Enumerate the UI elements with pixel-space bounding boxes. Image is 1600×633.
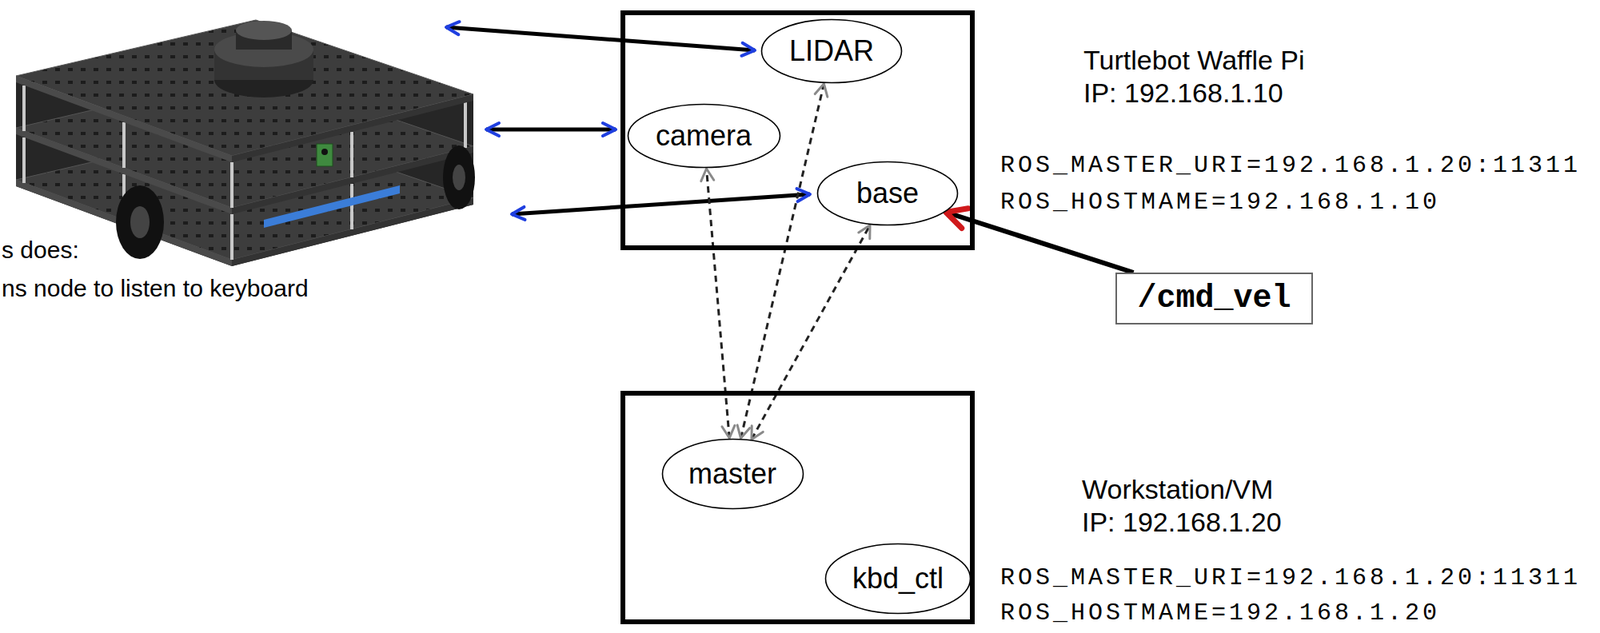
label-holder: ROS_MASTER_URI=192.168.1.20:11311 xyxy=(1000,151,1581,180)
node-ellipse xyxy=(627,104,780,168)
hardware-arrow xyxy=(511,194,810,215)
robot-box: Turtlebot Waffle PiIP: 192.168.1.10LIDAR… xyxy=(620,10,975,251)
topic-box: /cmd_vel xyxy=(1115,272,1313,325)
env-var-text: ROS_MASTER_URI=192.168.1.20:11311 xyxy=(1000,564,1581,592)
env-var-text: ROS_HOSTMAME=192.168.1.20 xyxy=(1000,599,1441,627)
node-label: master xyxy=(688,458,777,491)
drawing-part xyxy=(350,183,354,230)
ros-node: base xyxy=(816,160,959,227)
drawing-part xyxy=(350,131,354,178)
note-text: s does: xyxy=(1,235,80,265)
hardware-links xyxy=(446,27,810,215)
box-heading-group: Workstation/VMIP: 192.168.1.20 xyxy=(1081,473,1282,539)
node-ellipse xyxy=(825,544,971,615)
box-heading: Turtlebot Waffle Pi xyxy=(1083,43,1305,77)
box-heading: IP: 192.168.1.20 xyxy=(1081,506,1282,539)
node-label: camera xyxy=(655,119,752,152)
node-ellipse xyxy=(817,162,958,226)
drawing-part xyxy=(22,137,26,184)
label-holder: ROS_HOSTMAME=192.168.1.10 xyxy=(1000,188,1441,216)
drawing-part xyxy=(230,162,234,208)
robot-plate xyxy=(15,19,474,156)
drawing-part xyxy=(463,102,467,148)
node-label: LIDAR xyxy=(789,35,874,68)
label-holder: s does: xyxy=(1,235,80,265)
box-heading: IP: 192.168.1.10 xyxy=(1083,76,1305,110)
hardware-arrow xyxy=(446,27,755,51)
camera-lens xyxy=(321,148,328,156)
box-heading-group: Turtlebot Waffle PiIP: 192.168.1.10 xyxy=(1083,43,1305,110)
drawing-part xyxy=(122,122,126,168)
wheel xyxy=(442,145,475,210)
master-link xyxy=(751,225,870,440)
note-text: ns node to listen to keyboard xyxy=(1,274,309,304)
drawing-part xyxy=(22,85,26,132)
wheel-hub xyxy=(452,164,466,191)
ros-node: LIDAR xyxy=(760,18,903,84)
camera-module xyxy=(316,143,333,167)
master-link xyxy=(706,168,730,439)
lidar-turret-top xyxy=(235,20,292,40)
label-holder: ns node to listen to keyboard xyxy=(1,274,309,304)
ros-node: master xyxy=(661,438,805,511)
hardware-arrow xyxy=(486,127,616,132)
turtlebot-robot xyxy=(15,19,475,267)
env-var-text: ROS_MASTER_URI=192.168.1.20:11311 xyxy=(1000,151,1581,180)
label-holder: ROS_HOSTMAME=192.168.1.20 xyxy=(1000,599,1441,627)
robot-plate-edge xyxy=(15,75,232,163)
topic-label: /cmd_vel xyxy=(1137,280,1291,318)
label-holder: ROS_MASTER_URI=192.168.1.20:11311 xyxy=(1000,564,1581,592)
env-var-text: ROS_HOSTMAME=192.168.1.10 xyxy=(1000,188,1441,216)
robot-plate-edge xyxy=(231,94,474,163)
node-label: base xyxy=(856,177,919,210)
wheel xyxy=(115,185,164,260)
drawing-part xyxy=(230,214,234,260)
ros-node: kbd_ctl xyxy=(824,542,972,615)
wheel-hub xyxy=(130,206,150,239)
control-board xyxy=(263,185,400,228)
node-label: kbd_ctl xyxy=(852,562,944,595)
node-ellipse xyxy=(662,439,803,510)
workstation-box: Workstation/VMIP: 192.168.1.20masterkbd_… xyxy=(620,391,975,625)
box-heading: Workstation/VM xyxy=(1081,473,1282,507)
ros-node: camera xyxy=(626,103,782,169)
node-ellipse xyxy=(762,19,902,84)
